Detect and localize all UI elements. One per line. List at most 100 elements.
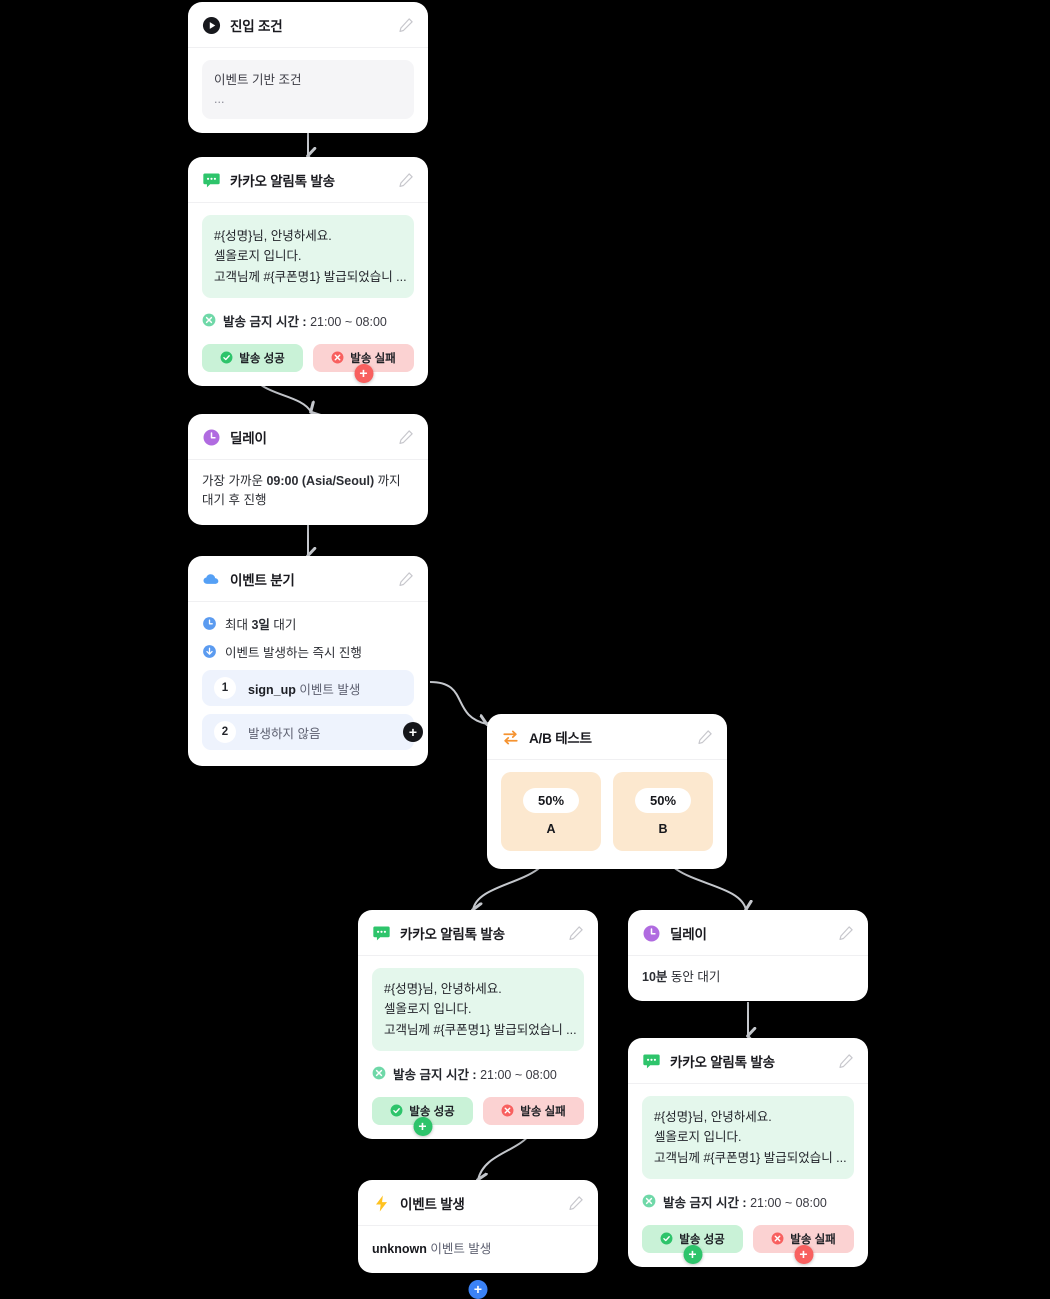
message-preview: #{성명}님, 안녕하세요. 셀올로지 입니다. 고객님께 #{쿠폰명1} 발급… [372, 968, 584, 1051]
message-preview: #{성명}님, 안녕하세요. 셀올로지 입니다. 고객님께 #{쿠폰명1} 발급… [202, 215, 414, 298]
play-circle-icon [202, 16, 221, 34]
ban-circle-icon [372, 1066, 386, 1080]
node-delay-1[interactable]: 딜레이 가장 가까운 09:00 (Asia/Seoul) 까지 대기 후 진행 [188, 414, 428, 525]
node-title: 진입 조건 [230, 19, 283, 34]
message-line: 셀올로지 입니다. [214, 249, 302, 264]
send-ban-value: 21:00 ~ 08:00 [750, 1195, 827, 1210]
node-title: 이벤트 분기 [230, 573, 295, 588]
branch-send-fail[interactable]: 발송 실패 [483, 1096, 584, 1125]
branch-meta-wait: 최대 3일 대기 [202, 614, 414, 633]
wait-suffix: 대기 [269, 618, 297, 632]
ab-variant-a[interactable]: 50% A [501, 772, 601, 851]
edit-pencil-icon[interactable] [398, 17, 414, 33]
node-header: 카카오 알림톡 발송 [188, 157, 428, 203]
branch-item-2[interactable]: 2 발생하지 않음 + [202, 714, 423, 750]
delay-suffix: 까지 대기 후 진행 [202, 474, 401, 508]
branch-index: 1 [214, 677, 236, 699]
delay-description: 가장 가까운 09:00 (Asia/Seoul) 까지 대기 후 진행 [202, 472, 414, 511]
branch-send-success[interactable]: 발송 성공 + [372, 1096, 473, 1136]
edit-pencil-icon[interactable] [398, 429, 414, 445]
edit-pencil-icon[interactable] [398, 172, 414, 188]
send-ban-time-row: 발송 금지 시간 : 21:00 ~ 08:00 [372, 1064, 584, 1083]
edit-pencil-icon[interactable] [568, 1195, 584, 1211]
message-line: 셀올로지 입니다. [654, 1130, 742, 1145]
entry-condition-box: 이벤트 기반 조건 ... [202, 60, 414, 119]
x-circle-icon [771, 1232, 784, 1245]
x-circle-icon [331, 351, 344, 364]
branch-item-1[interactable]: 1 sign_up 이벤트 발생 [202, 670, 414, 706]
arrow-down-circle-icon [203, 645, 216, 658]
branch-event-suffix: 이벤트 발생 [295, 682, 361, 697]
send-ban-time-text: 발송 금지 시간 : 21:00 ~ 08:00 [663, 1192, 827, 1211]
ban-circle-icon [642, 1194, 656, 1208]
delay-prefix: 가장 가까운 [202, 474, 267, 488]
node-delay-2[interactable]: 딜레이 10분 동안 대기 [628, 910, 868, 1002]
node-kakao-alimtalk-3[interactable]: 카카오 알림톡 발송 #{성명}님, 안녕하세요. 셀올로지 입니다. 고객님께… [628, 1038, 868, 1267]
node-ab-test[interactable]: A/B 테스트 50% A 50% B [487, 714, 727, 869]
branch-meta-immediate: 이벤트 발생하는 즉시 진행 [202, 642, 414, 661]
kakao-talk-icon [373, 925, 390, 940]
add-node-button[interactable]: + [794, 1244, 813, 1264]
message-line: #{성명}님, 안녕하세요. [654, 1110, 772, 1124]
message-line: #{성명}님, 안녕하세요. [214, 229, 332, 243]
clock-blue-icon [203, 617, 216, 630]
node-event-occurrence[interactable]: 이벤트 발생 unknown 이벤트 발생 + [358, 1180, 598, 1299]
branch-send-fail[interactable]: 발송 실패 + [753, 1224, 854, 1264]
branch-index: 2 [214, 721, 236, 743]
node-header: 이벤트 발생 [358, 1180, 598, 1226]
node-body: 가장 가까운 09:00 (Asia/Seoul) 까지 대기 후 진행 [188, 460, 428, 525]
send-ban-time-text: 발송 금지 시간 : 21:00 ~ 08:00 [223, 311, 387, 330]
send-ban-label: 발송 금지 시간 : [393, 1067, 481, 1082]
add-node-button[interactable]: + [354, 363, 373, 383]
node-title: 딜레이 [670, 927, 707, 942]
lightning-bolt-icon [375, 1195, 388, 1211]
edge-branch1-to-abtest [429, 681, 487, 724]
check-circle-icon [220, 351, 233, 364]
result-branch-row: 발송 성공 + 발송 실패 + [642, 1224, 854, 1264]
node-title: 카카오 알림톡 발송 [670, 1055, 775, 1070]
branch-success-label: 발송 성공 [409, 1105, 455, 1118]
node-body: unknown 이벤트 발생 + [358, 1226, 598, 1299]
clock-purple-icon [643, 925, 660, 941]
check-circle-icon [390, 1104, 403, 1117]
message-line: 고객님께 #{쿠폰명1} 발급되었습니 ... [384, 1022, 577, 1037]
add-node-button[interactable]: + [403, 722, 423, 742]
edit-pencil-icon[interactable] [697, 729, 713, 745]
branch-label: 발생하지 않음 [248, 726, 321, 741]
node-body: 10분 동안 대기 [628, 956, 868, 1001]
branch-send-fail[interactable]: 발송 실패 + [313, 343, 414, 383]
edit-pencil-icon[interactable] [838, 1053, 854, 1069]
add-node-button[interactable]: + [683, 1244, 702, 1264]
node-header: 딜레이 [628, 910, 868, 956]
branch-fail-label: 발송 실패 [520, 1105, 566, 1118]
node-event-branch[interactable]: 이벤트 분기 최대 3일 대기 이벤트 발생하는 즉시 진행 [188, 556, 428, 766]
message-line: 고객님께 #{쿠폰명1} 발급되었습니 ... [214, 269, 407, 284]
node-title: A/B 테스트 [529, 731, 592, 746]
branch-send-success[interactable]: 발송 성공 [202, 343, 303, 372]
ab-variant-percent: 50% [634, 787, 692, 813]
edit-pencil-icon[interactable] [398, 571, 414, 587]
add-node-button[interactable]: + [468, 1280, 488, 1299]
node-header: 카카오 알림톡 발송 [628, 1038, 868, 1084]
delay-time: 09:00 (Asia/Seoul) [266, 474, 375, 488]
node-kakao-alimtalk-1[interactable]: 카카오 알림톡 발송 #{성명}님, 안녕하세요. 셀올로지 입니다. 고객님께… [188, 157, 428, 386]
branch-immediate-text: 이벤트 발생하는 즉시 진행 [225, 646, 362, 660]
ab-variant-b[interactable]: 50% B [613, 772, 713, 851]
node-header: 딜레이 [188, 414, 428, 460]
add-node-button[interactable]: + [413, 1116, 432, 1136]
branch-send-success[interactable]: 발송 성공 + [642, 1224, 743, 1264]
message-preview: #{성명}님, 안녕하세요. 셀올로지 입니다. 고객님께 #{쿠폰명1} 발급… [642, 1096, 854, 1179]
entry-condition-type: 이벤트 기반 조건 [214, 73, 302, 87]
cloud-icon [203, 573, 219, 584]
node-kakao-alimtalk-2[interactable]: 카카오 알림톡 발송 #{성명}님, 안녕하세요. 셀올로지 입니다. 고객님께… [358, 910, 598, 1139]
node-entry-condition[interactable]: 진입 조건 이벤트 기반 조건 ... [188, 2, 428, 133]
edit-pencil-icon[interactable] [568, 925, 584, 941]
ab-variant-label: A [546, 821, 556, 836]
event-suffix: 이벤트 발생 [426, 1242, 492, 1256]
edit-pencil-icon[interactable] [838, 925, 854, 941]
node-header: 진입 조건 [188, 2, 428, 48]
x-circle-icon [501, 1104, 514, 1117]
branch-wait-text: 최대 3일 대기 [225, 614, 296, 633]
send-ban-value: 21:00 ~ 08:00 [480, 1067, 557, 1082]
branch-success-label: 발송 성공 [239, 352, 285, 365]
